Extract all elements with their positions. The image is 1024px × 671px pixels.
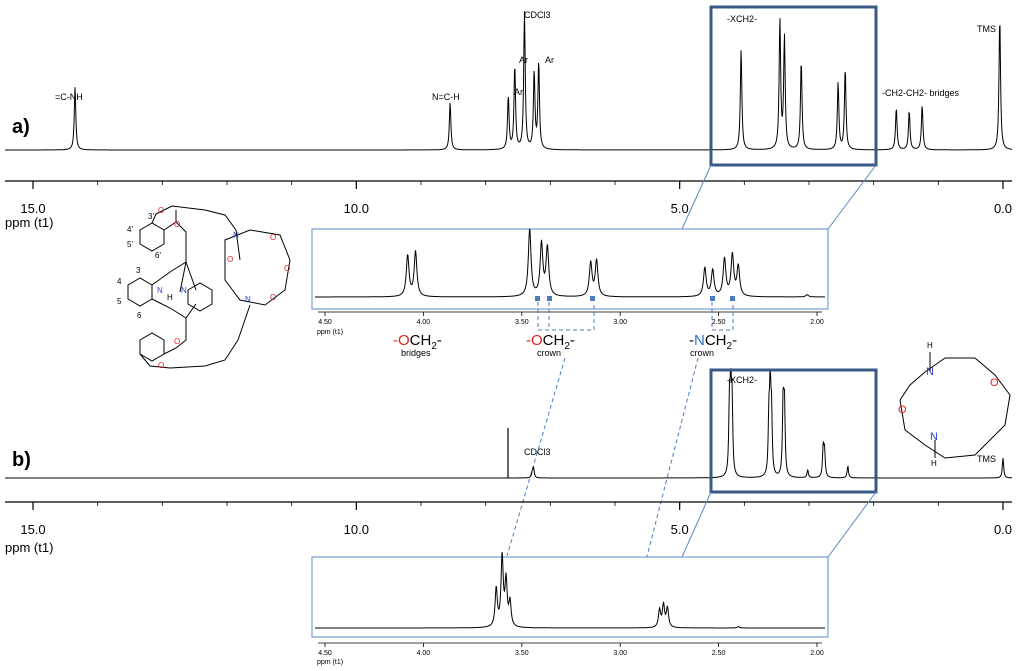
svg-text:N: N xyxy=(930,431,938,443)
svg-text:6: 6 xyxy=(137,311,142,320)
svg-text:O: O xyxy=(174,337,180,346)
peak-label-ar-3: Ar xyxy=(545,55,554,65)
axis-b-ticks: 15.0 10.0 5.0 0.0 xyxy=(20,502,1012,537)
svg-text:O: O xyxy=(898,404,907,416)
inset-tick-label: 3.50 xyxy=(515,650,529,657)
peak-label-nch: N=C-H xyxy=(432,92,460,102)
tick-label: 0.0 xyxy=(994,201,1012,216)
svg-text:3: 3 xyxy=(136,266,141,275)
svg-text:4': 4' xyxy=(127,225,133,234)
axis-b-xlabel: ppm (t1) xyxy=(5,540,53,555)
svg-text:O: O xyxy=(270,233,276,242)
label-crown-sub-1: crown xyxy=(537,348,561,358)
molecule-a-atoms: 3' 4' 5' 6' 3 4 5 6 O O O O N N H N N O … xyxy=(117,206,290,370)
svg-text:N: N xyxy=(233,231,239,240)
svg-text:N: N xyxy=(181,286,187,295)
svg-text:3': 3' xyxy=(148,212,154,221)
spectrum-a xyxy=(5,11,1013,151)
peak-label-ar-2: Ar xyxy=(519,55,528,65)
spectrum-a-trace xyxy=(5,11,1013,151)
svg-text:O: O xyxy=(990,377,999,389)
axis-a-ticks: 15.0 10.0 5.0 0.0 xyxy=(20,181,1012,216)
svg-text:O: O xyxy=(158,361,164,370)
inset-b-trace xyxy=(315,551,825,629)
label-och2-crown: -OCH2- xyxy=(526,332,575,352)
zoom-connector-a-left xyxy=(681,164,712,230)
tick-label: 10.0 xyxy=(344,201,369,216)
zoom-connector-b-right xyxy=(827,491,877,558)
molecule-a xyxy=(127,205,291,369)
svg-text:5': 5' xyxy=(127,240,133,249)
tick-label: 0.0 xyxy=(994,522,1012,537)
peak-label-tms-b: TMS xyxy=(977,454,996,464)
svg-text:O: O xyxy=(270,293,276,302)
inset-a-trace xyxy=(315,228,825,298)
svg-text:H: H xyxy=(931,459,937,468)
inset-tick-label: 3.00 xyxy=(613,650,627,657)
molecule-b xyxy=(899,352,1011,459)
svg-text:O: O xyxy=(158,206,164,215)
label-och2-bridges: -OCH2- xyxy=(393,332,442,352)
svg-text:H: H xyxy=(927,341,933,350)
svg-text:4: 4 xyxy=(117,277,122,286)
svg-text:O: O xyxy=(284,264,290,273)
svg-text:N: N xyxy=(157,286,163,295)
peak-label-cdcl3-a: CDCl3 xyxy=(524,10,551,20)
zoom-connector-b-left xyxy=(681,491,712,558)
peak-label-xch2-a: -XCH2- xyxy=(727,14,757,24)
inset-a-xlabel: ppm (t1) xyxy=(317,329,343,336)
svg-text:5: 5 xyxy=(117,297,122,306)
svg-text:O: O xyxy=(227,255,233,264)
inset-tick-label: 4.50 xyxy=(318,319,332,326)
inset-tick-label: 4.50 xyxy=(318,650,332,657)
axis-a-xlabel: ppm (t1) xyxy=(5,215,53,230)
inset-tick-label: 3.50 xyxy=(515,319,529,326)
tick-label: 10.0 xyxy=(344,522,369,537)
peak-label-tms-a: TMS xyxy=(977,24,996,34)
inset-a-annotations: -OCH2- bridges -OCH2- crown -NCH2- crown xyxy=(393,296,737,604)
label-nch2-crown: -NCH2- xyxy=(689,332,737,352)
tick-label: 15.0 xyxy=(20,522,45,537)
inset-tick-label: 4.00 xyxy=(417,650,431,657)
inset-tick-label: 2.50 xyxy=(712,319,726,326)
label-crown-sub-2: crown xyxy=(690,348,714,358)
svg-text:N: N xyxy=(245,295,251,304)
panel-b-label: b) xyxy=(12,449,31,471)
tick-label: 15.0 xyxy=(20,201,45,216)
zoom-box-a xyxy=(709,5,878,167)
zoom-connector-a-right xyxy=(827,164,877,230)
inset-tick-label: 3.00 xyxy=(613,319,627,326)
inset-b-frame xyxy=(311,556,829,638)
inset-tick-label: 4.00 xyxy=(417,319,431,326)
peak-label-ar-1: Ar xyxy=(514,87,523,97)
inset-b-xlabel: ppm (t1) xyxy=(317,659,343,666)
svg-text:N: N xyxy=(926,366,934,378)
inset-tick-label: 2.50 xyxy=(712,650,726,657)
inset-a-spectrum xyxy=(315,228,825,298)
spectrum-b xyxy=(5,367,1012,479)
panel-a-label: a) xyxy=(12,116,30,138)
svg-text:H: H xyxy=(167,293,173,302)
inset-b-spectrum xyxy=(315,551,825,629)
peak-label-cdcl3-b: CDCl3 xyxy=(524,447,551,457)
tick-label: 5.0 xyxy=(671,522,689,537)
peak-label-xch2-b: -XCH2- xyxy=(727,375,757,385)
label-bridges-sub: bridges xyxy=(401,348,431,358)
inset-tick-label: 2.00 xyxy=(810,650,824,657)
inset-b-axis: 4.50 4.00 3.50 3.00 2.50 2.00 xyxy=(318,642,824,657)
peak-label-cnh: =C-NH xyxy=(55,92,83,102)
peak-label-bridges: -CH2-CH2- bridges xyxy=(882,88,960,98)
zoom-box-b xyxy=(709,368,878,494)
tick-label: 5.0 xyxy=(671,201,689,216)
svg-text:6': 6' xyxy=(155,251,161,260)
molecule-b-atoms: H N O O N H xyxy=(898,341,999,468)
inset-tick-label: 2.00 xyxy=(810,319,824,326)
inset-a-axis: 4.50 4.00 3.50 3.00 2.50 2.00 xyxy=(318,311,824,326)
svg-text:O: O xyxy=(174,220,180,229)
